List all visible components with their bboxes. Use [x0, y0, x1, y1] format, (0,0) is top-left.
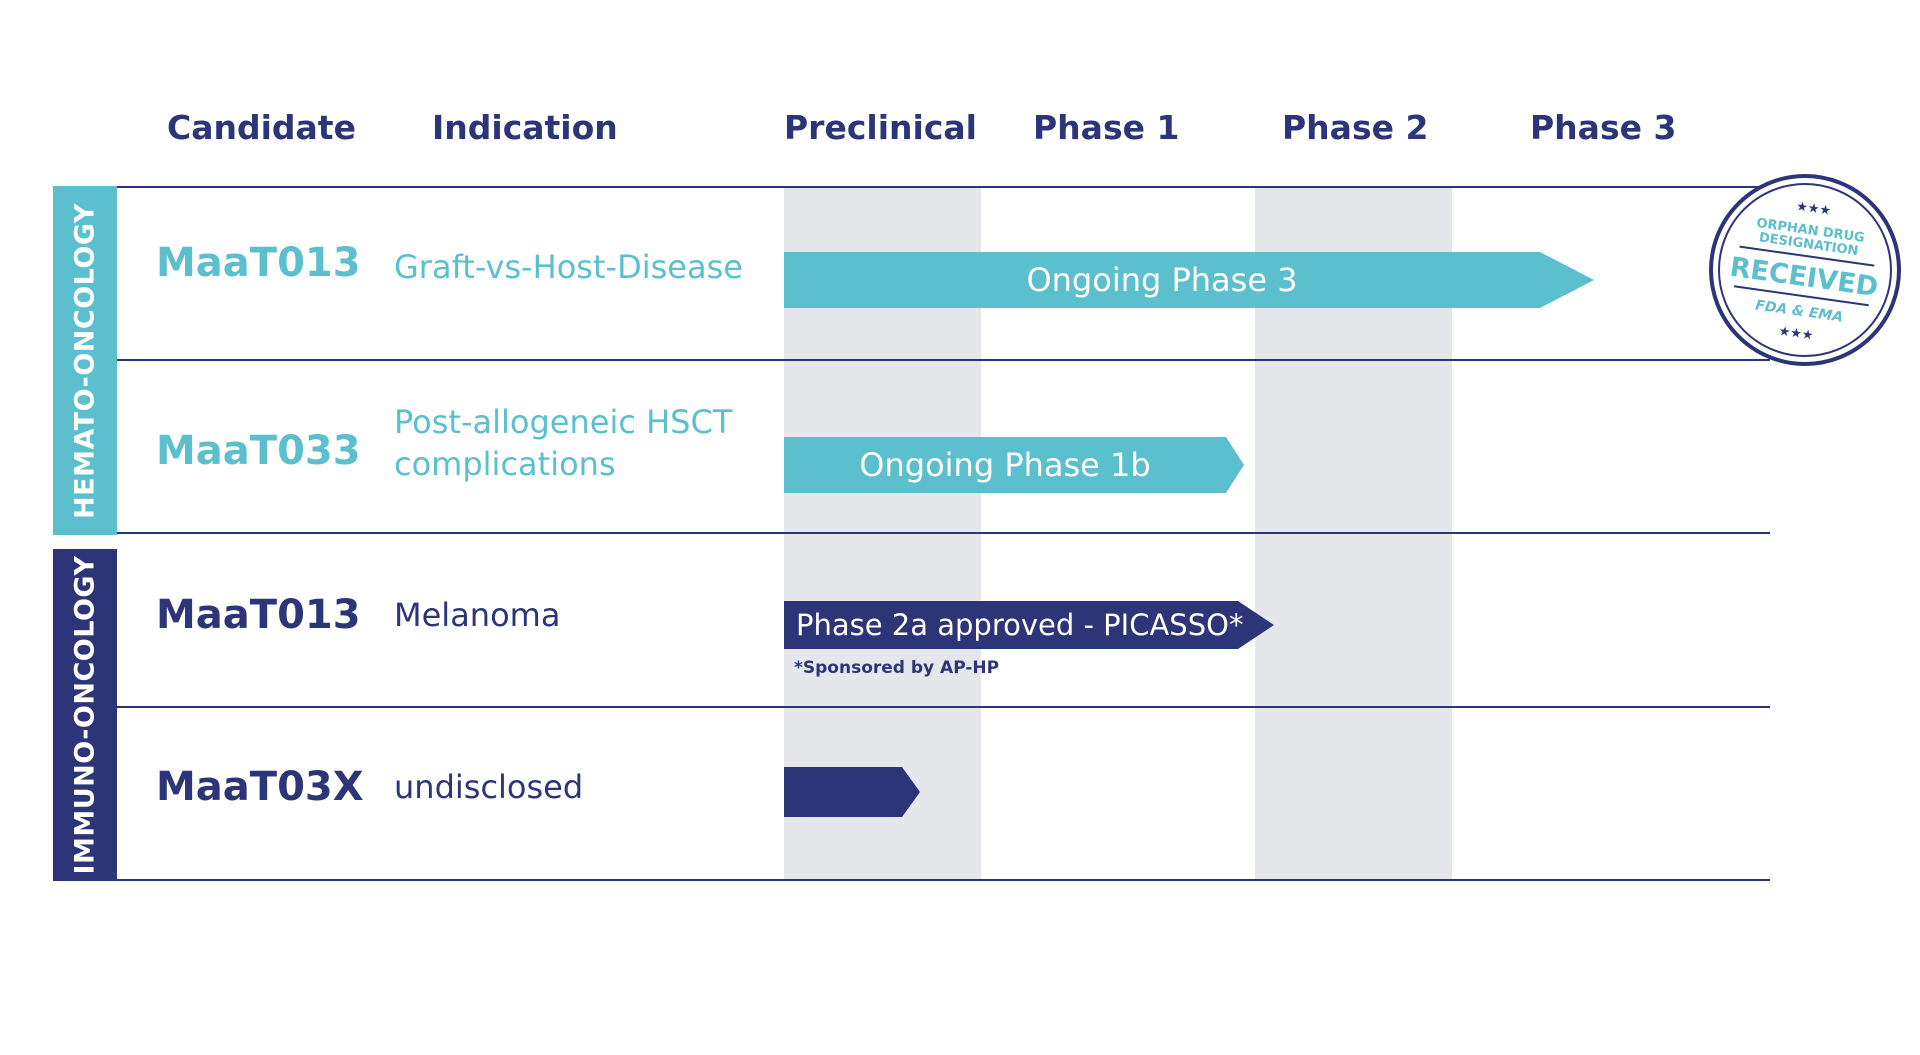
- progress-arrow: Ongoing Phase 3: [784, 252, 1594, 308]
- stamp-inner-ring: [1718, 183, 1892, 357]
- orphan-drug-stamp: ★★★ ORPHAN DRUG DESIGNATION RECEIVED FDA…: [1709, 174, 1901, 366]
- stamp-outer-ring: [1709, 174, 1901, 366]
- indication-text: Post-allogeneic HSCT complications: [394, 401, 732, 485]
- footnote: *Sponsored by AP-HP: [794, 658, 1000, 678]
- progress-arrow-label: Phase 2a approved - PICASSO*: [796, 608, 1244, 642]
- group-bar-immuno-oncology: IMMUNO-ONCOLOGY: [53, 549, 117, 881]
- row-divider: [117, 879, 1770, 881]
- header-phase-2: Phase 2: [1282, 108, 1429, 147]
- indication-line: Post-allogeneic HSCT: [394, 403, 733, 441]
- group-label-immuno-oncology: IMMUNO-ONCOLOGY: [69, 555, 101, 875]
- progress-arrow-label: Ongoing Phase 3: [1026, 261, 1298, 299]
- row-divider: [117, 532, 1770, 534]
- header-candidate: Candidate: [167, 108, 356, 147]
- indication-line: complications: [394, 445, 616, 483]
- header-preclinical: Preclinical: [784, 108, 977, 147]
- stamp-stars-bottom: ★★★: [1778, 324, 1815, 344]
- indication-text: Melanoma: [394, 596, 561, 634]
- progress-arrow: Phase 2a approved - PICASSO*: [784, 601, 1274, 649]
- stamp-rule: [1739, 245, 1875, 267]
- progress-arrow-label: Ongoing Phase 1b: [859, 446, 1151, 484]
- progress-arrow: [784, 767, 920, 817]
- group-label-hemato-oncology: HEMATO-ONCOLOGY: [69, 202, 101, 519]
- header-phase-1: Phase 1: [1033, 108, 1180, 147]
- row-divider: [117, 706, 1770, 708]
- stamp-stars-top: ★★★: [1795, 199, 1832, 219]
- indication-text: undisclosed: [394, 768, 584, 806]
- header-phase-3: Phase 3: [1530, 108, 1677, 147]
- group-bar-hemato-oncology: HEMATO-ONCOLOGY: [53, 186, 117, 535]
- row-divider: [117, 359, 1770, 361]
- indication-text: Graft-vs-Host-Disease: [394, 248, 743, 286]
- progress-arrow: Ongoing Phase 1b: [784, 437, 1244, 493]
- row-divider: [117, 186, 1770, 188]
- candidate-name: MaaT033: [156, 428, 361, 474]
- stamp-rule: [1733, 285, 1869, 307]
- candidate-name: MaaT03X: [156, 764, 364, 810]
- candidate-name: MaaT013: [156, 240, 361, 286]
- candidate-name: MaaT013: [156, 592, 361, 638]
- header-indication: Indication: [432, 108, 618, 147]
